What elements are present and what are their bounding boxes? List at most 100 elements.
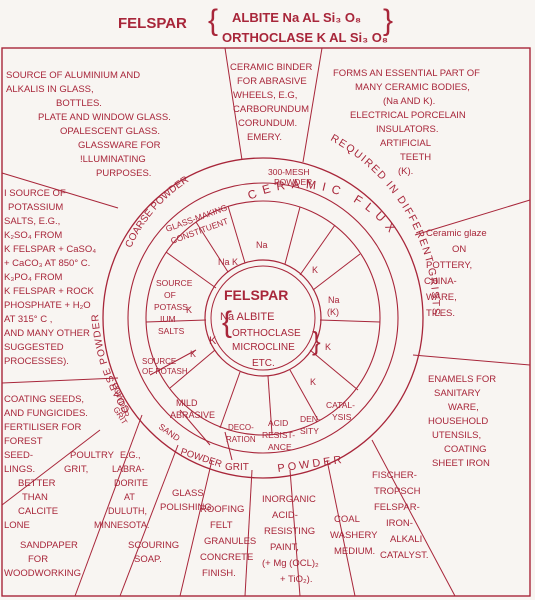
center-brace-right: }	[312, 326, 321, 356]
inner-den-1: DEN-	[300, 414, 321, 424]
outer-coal-line: MEDIUM.	[334, 546, 375, 557]
inner-k-left: K	[186, 305, 192, 315]
outer-glaze-line: CHINA-	[424, 276, 457, 287]
outer-better-line: CALCITE	[18, 506, 58, 517]
outer-coating-line: FOREST	[4, 436, 43, 447]
outer-binder-line: FOR ABRASIVE	[237, 76, 307, 87]
outer-coating-line: FERTILISER FOR	[4, 422, 82, 433]
inner-mild-2: ABRASIVE	[170, 410, 215, 420]
arc-sand: SAND	[157, 421, 182, 443]
outer-aluminium-line: GLASSWARE FOR	[78, 140, 161, 151]
inner-potas-5: SALTS	[158, 326, 185, 336]
outer-better-line: THAN	[22, 492, 48, 503]
header-felspar: FELSPAR	[118, 15, 187, 32]
outer-inorganic-line: ACID-	[272, 510, 298, 521]
outer-coating-line: AND FUNGICIDES.	[4, 408, 88, 419]
brace-right: }	[383, 4, 393, 37]
outer-inorganic-line: RESISTING	[264, 526, 315, 537]
outer-glass-pol-line: GLASS	[172, 488, 204, 499]
outer-coating-line: SEED-	[4, 450, 33, 461]
rings	[102, 157, 424, 479]
outer-ceramic-bodies-line: MANY CERAMIC BODIES,	[355, 82, 470, 93]
outer-aluminium-line: BOTTLES.	[56, 98, 102, 109]
inner-acid-2: RESIST-	[262, 430, 295, 440]
outer-glass-pol-line: POLISHING.	[160, 502, 214, 513]
outer-inorganic-line: (+ Mg (OCL)₂	[262, 558, 319, 569]
outer-glaze-line: Ceramic glaze	[426, 228, 487, 239]
brace-left: {	[208, 4, 218, 37]
arc-mesh-1: 300-MESH	[268, 167, 310, 177]
header-albite: ALBITE Na AL Si₃ O₈	[232, 10, 361, 25]
outer-potassium-line: K₃PO₄ FROM	[4, 272, 63, 283]
outer-roofing-line: GRANULES	[204, 536, 256, 547]
outer-frame	[1, 47, 531, 597]
outer-aluminium-line: !LLUMINATING	[80, 154, 146, 165]
inner-na-right: Na	[328, 295, 340, 305]
outer-binder-line: EMERY.	[247, 132, 282, 143]
outer-aluminium-line: PLATE AND WINDOW GLASS.	[38, 112, 171, 123]
outer-enamels-line: ENAMELS FOR	[428, 374, 496, 385]
outer-enamels-line: COATING	[444, 444, 487, 455]
header: FELSPAR { ALBITE Na AL Si₃ O₈ ORTHOCLASE…	[118, 4, 393, 45]
outer-fischer-line: TROPSCH	[374, 486, 421, 497]
outer-better-line: BETTER	[18, 478, 56, 489]
center-microcline: MICROCLINE	[232, 342, 295, 353]
outer-sandpaper-line: SANDPAPER	[20, 540, 78, 551]
outer-roofing-line: CONCRETE	[200, 552, 253, 563]
outer-ceramic-bodies-line: (Na AND K).	[383, 96, 435, 107]
outer-fischer-line: ALKALI	[390, 534, 422, 545]
outer-potassium-line: I SOURCE OF	[4, 188, 66, 199]
inner-potash-1: SOURCE	[142, 357, 176, 366]
outer-glaze-line: TILES.	[426, 308, 455, 319]
outer-potassium-line: AND MANY OTHER	[4, 328, 90, 339]
inner-k-rlow: K	[325, 342, 331, 352]
center-brace-left: {	[222, 306, 232, 339]
outer-roofing-line: FINISH.	[202, 568, 236, 579]
center-title: FELSPAR	[224, 287, 288, 303]
outer-enamels-line: HOUSEHOLD	[428, 416, 488, 427]
outer-better-line: LONE	[4, 520, 30, 531]
arc-grit-bottom: GRIT	[225, 462, 249, 473]
outer-fischer-line: IRON-	[386, 518, 413, 529]
inner-deco-1: DECO-	[228, 423, 254, 432]
outer-labra-line: LABRA-	[112, 464, 145, 474]
outer-roofing-line: FELT	[210, 520, 233, 531]
outer-potassium-line: PHOSPHATE + H₂O	[4, 300, 91, 311]
inner-k-paren: (K)	[327, 307, 339, 317]
outer-glaze-line: WARE,	[426, 292, 457, 303]
outer-aluminium-line: OPALESCENT GLASS.	[60, 126, 160, 137]
outer-potassium-line: K FELSPAR + ROCK	[4, 286, 95, 297]
inner-mild-1: MILD	[176, 398, 198, 408]
inner-cat-1: CATAL-	[326, 400, 355, 410]
outer-coal-line: WASHERY	[330, 530, 378, 541]
outer-potassium-line: POTASSIUM	[8, 202, 63, 213]
arc-mesh-2: POWDER	[274, 177, 312, 187]
outer-aluminium-line: ALKALIS IN GLASS,	[6, 84, 94, 95]
outer-ceramic-bodies-line: TEETH	[400, 152, 431, 163]
outer-labra-line: DULUTH,	[108, 506, 147, 516]
inner-na-top: Na	[256, 240, 268, 250]
arc-powder-bottom: POWDER	[179, 446, 223, 470]
inner-acid-3: ANCE	[268, 442, 292, 452]
inner-k-right: K	[312, 265, 318, 275]
center-orthoclase: ORTHOCLASE	[232, 328, 301, 339]
outer-labra-line: AT	[124, 492, 135, 502]
arc-coarse-left: COARSE POWDER	[90, 313, 132, 414]
arc-ceramic-flux: CERAMIC FLUX	[245, 177, 401, 240]
center-hub: FELSPAR Na ALBITE K { ORTHOCLASE MICROCL…	[209, 287, 321, 369]
outer-fischer-line: CATALYST.	[380, 550, 429, 561]
outer-ceramic-bodies-line: (K).	[398, 166, 413, 177]
outer-sandpaper-line: WOODWORKING	[4, 568, 81, 579]
center-etc: ETC.	[252, 358, 275, 369]
outer-scouring-line: SOAP.	[134, 554, 162, 565]
outer-potassium-line: SALTS, E.G.,	[4, 216, 60, 227]
outer-labra-line: E.G.,	[120, 450, 141, 460]
outer-binder-line: CERAMIC BINDER	[230, 62, 312, 73]
outer-scouring-line: SCOURING	[128, 540, 179, 551]
outer-enamels-line: SHEET IRON	[432, 458, 490, 469]
outer-ceramic-bodies-line: INSULATORS.	[376, 124, 438, 135]
outer-inorganic-line: PAINT,	[270, 542, 299, 553]
outer-labra-line: DORITE	[114, 478, 148, 488]
